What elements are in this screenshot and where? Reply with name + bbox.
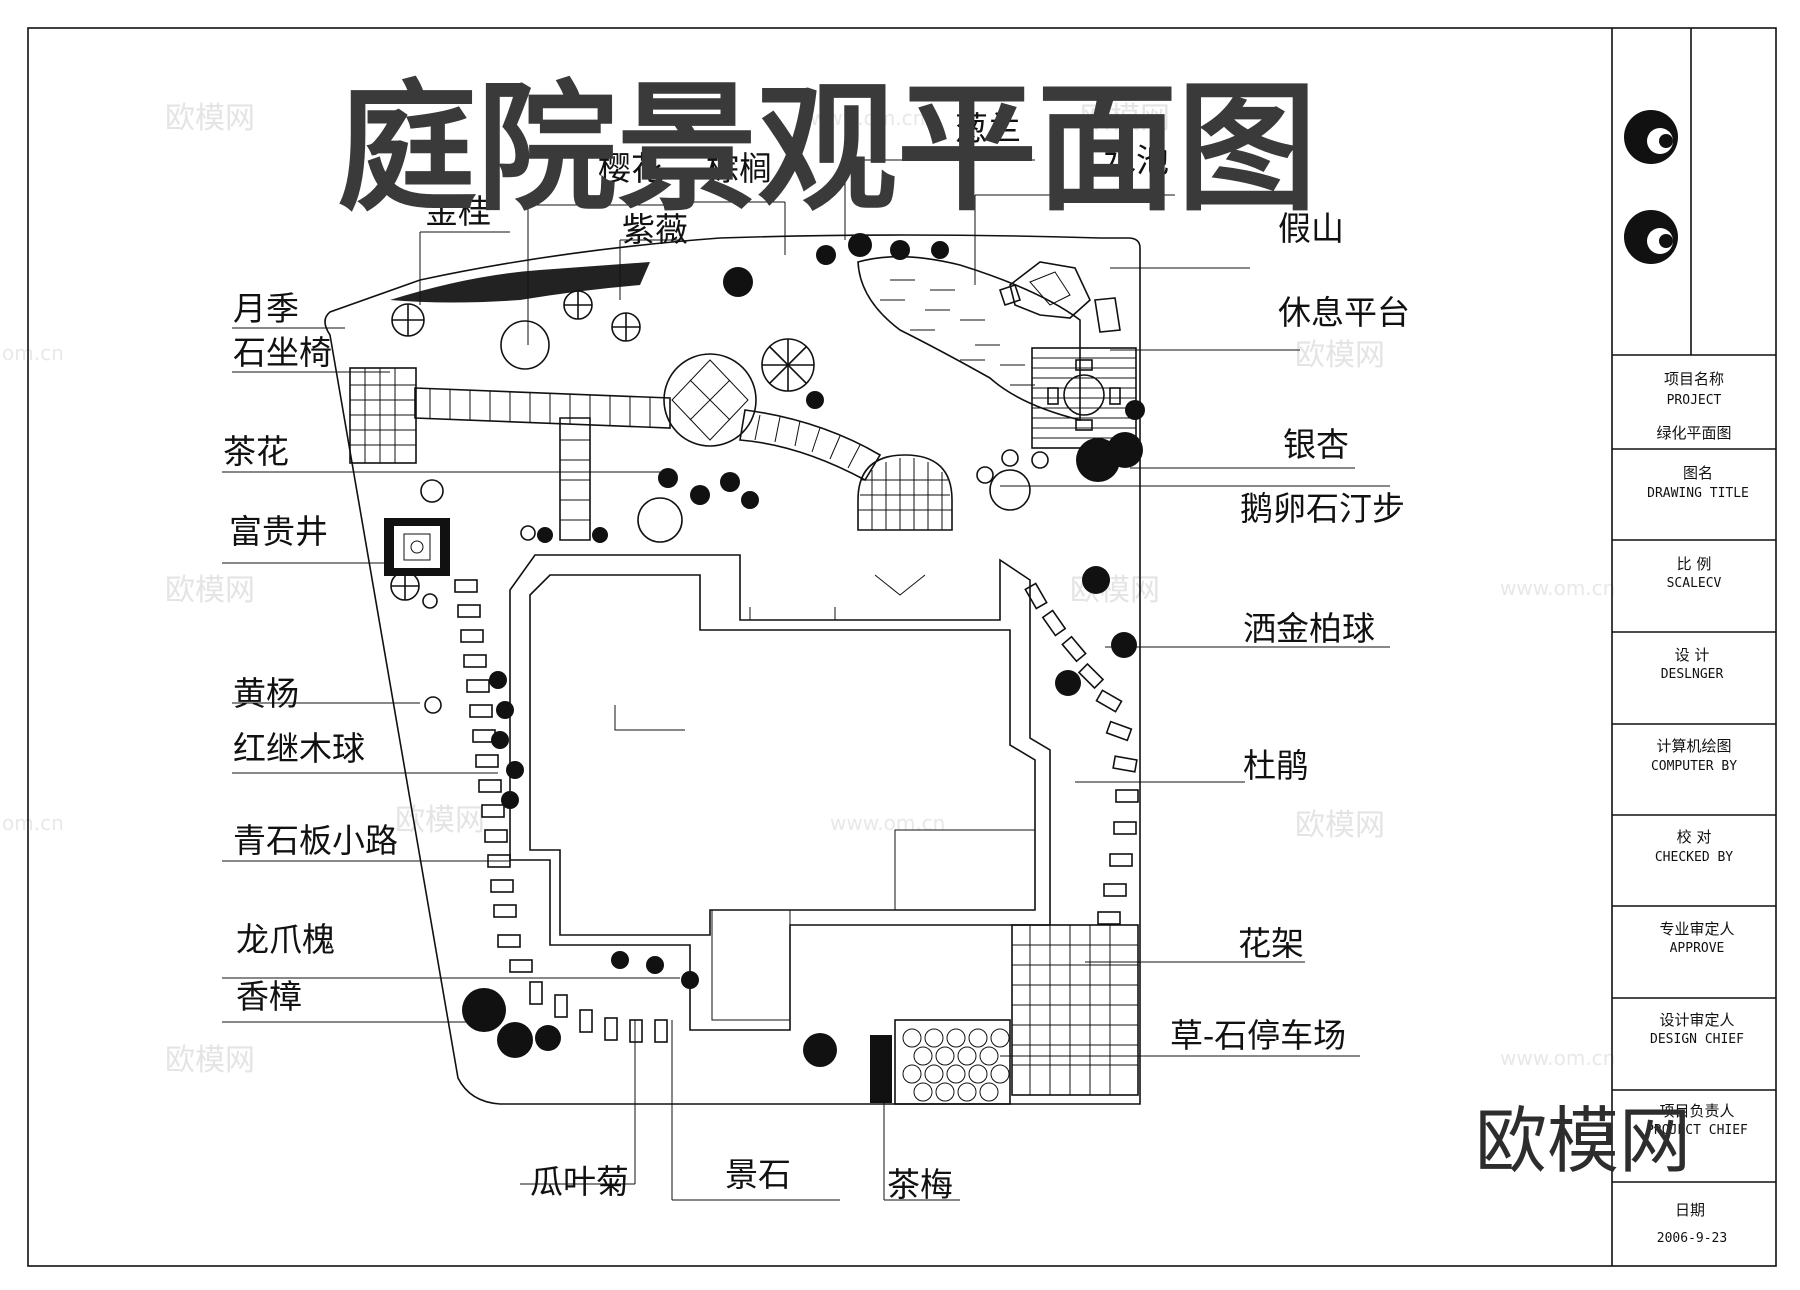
label-azalea: 杜鹃 — [1243, 746, 1309, 785]
pond-ripples — [880, 279, 1035, 386]
label-landscape-stone: 景石 — [725, 1155, 791, 1194]
watermark-site: www.om.cn — [1500, 576, 1615, 600]
stepping-stones-left — [454, 579, 668, 1043]
tb-designer-en: DESLNGER — [1661, 667, 1724, 682]
tb-checked-cn: 校 对 — [1677, 828, 1712, 846]
watermark-site-short: om.cn — [2, 811, 64, 835]
tb-project-chief-en: PROJECT CHIEF — [1646, 1123, 1748, 1138]
label-stone-bench: 石坐椅 — [233, 333, 332, 372]
tb-scale-en: SCALECV — [1667, 576, 1722, 591]
label-palm: 棕榈 — [706, 149, 772, 188]
watermark-site: www.om.cn — [830, 811, 945, 835]
hedge-strip — [390, 262, 650, 303]
watermark-brand: 欧模网 — [395, 803, 485, 838]
company-logo-icon — [1624, 110, 1678, 264]
tb-scale-cn: 比 例 — [1677, 555, 1712, 573]
label-boxwood: 黄杨 — [233, 674, 299, 713]
pergola — [1011, 924, 1139, 1096]
watermark-brand: 欧模网 — [165, 1043, 255, 1078]
drawing-border — [27, 27, 1777, 1267]
tb-project-chief-cn: 项目负责人 — [1659, 1102, 1734, 1120]
building — [509, 554, 1051, 1031]
label-pergola: 花架 — [1238, 924, 1304, 963]
label-parking: 草-石停车场 — [1170, 1016, 1346, 1055]
label-camellia: 茶花 — [223, 432, 289, 471]
watermark-brand: 欧模网 — [1080, 101, 1170, 136]
grass-stone-parking — [870, 1019, 1011, 1105]
label-cherry: 樱花 — [598, 149, 664, 188]
tb-computer-cn: 计算机绘图 — [1656, 737, 1731, 755]
plant-labels: 金桂 月季 石坐椅 茶花 富贵井 黄杨 红继木球 青石板小路 龙爪槐 香樟 樱花… — [223, 109, 1410, 1204]
tb-checked-en: CHECKED BY — [1655, 850, 1733, 865]
tb-project-cn: 项目名称 — [1664, 370, 1724, 388]
tb-drawing-title-en: DRAWING TITLE — [1647, 486, 1749, 501]
label-pond: 水池 — [1103, 141, 1169, 180]
label-wealth-well: 富贵井 — [229, 512, 328, 551]
label-bluestone-path: 青石板小路 — [233, 821, 398, 860]
label-crape-myrtle: 紫薇 — [622, 210, 688, 249]
tb-date-cn: 日期 — [1675, 1201, 1705, 1219]
label-cineraria: 瓜叶菊 — [530, 1162, 629, 1201]
watermark-site: www.om.cn — [810, 106, 925, 130]
label-zephyranthes: 葱兰 — [955, 109, 1021, 148]
label-leader-lines — [222, 159, 1390, 1201]
tb-design-chief-en: DESIGN CHIEF — [1650, 1032, 1744, 1047]
corner-brand-watermark: 欧模网 — [1475, 1099, 1691, 1183]
label-juniper-ball: 洒金柏球 — [1243, 609, 1375, 648]
tb-designer-cn: 设 计 — [1675, 646, 1710, 664]
tb-drawing-title-cn: 图名 — [1683, 464, 1713, 482]
label-rockery: 假山 — [1278, 209, 1344, 248]
watermark-brand: 欧模网 — [165, 573, 255, 608]
watermark-site: www.om.cn — [1500, 1046, 1615, 1070]
wealth-well — [384, 518, 450, 576]
tb-approve-en: APPROVE — [1670, 941, 1725, 956]
watermark-site-short: om.cn — [2, 341, 64, 365]
label-rest-platform: 休息平台 — [1278, 293, 1410, 332]
label-pebble-steps: 鹅卵石汀步 — [1240, 489, 1405, 528]
watermark-layer: 欧模网 欧模网 欧模网 欧模网 欧模网 欧模网 欧模网 欧模网 www.om.c… — [2, 101, 1615, 1078]
tb-computer-en: COMPUTER BY — [1651, 759, 1737, 774]
label-camphor: 香樟 — [236, 977, 302, 1016]
watermark-brand: 欧模网 — [1295, 338, 1385, 373]
tb-design-chief-cn: 设计审定人 — [1659, 1011, 1734, 1029]
pond — [857, 255, 1081, 422]
flagstone-path — [414, 387, 882, 541]
label-osmanthus: 金桂 — [425, 192, 491, 231]
label-ginkgo: 银杏 — [1283, 425, 1349, 464]
title-block: 项目名称 PROJECT 绿化平面图 图名 DRAWING TITLE 比 例 … — [1611, 28, 1776, 1266]
watermark-brand: 欧模网 — [165, 101, 255, 136]
stone-bench-area — [349, 367, 417, 464]
tb-project-en: PROJECT — [1667, 393, 1722, 408]
tb-approve-cn: 专业审定人 — [1659, 920, 1734, 938]
site-boundary — [324, 234, 1141, 1105]
tb-project-value: 绿化平面图 — [1656, 424, 1731, 442]
tb-date-value: 2006-9-23 — [1657, 1231, 1727, 1246]
label-rose: 月季 — [233, 289, 299, 328]
label-loropetalum: 红继木球 — [233, 729, 365, 768]
label-sasanqua: 茶梅 — [887, 1165, 953, 1204]
round-plaza — [663, 353, 953, 531]
planting-symbols — [390, 233, 1145, 1067]
site-plan: 金桂 月季 石坐椅 茶花 富贵井 黄杨 红继木球 青石板小路 龙爪槐 香樟 樱花… — [222, 109, 1410, 1204]
pebble-stepping-stones — [1024, 582, 1139, 925]
page-title: 庭院景观平面图 — [337, 68, 1317, 231]
rockery — [998, 261, 1121, 333]
label-pagoda-tree: 龙爪槐 — [236, 920, 335, 959]
watermark-brand: 欧模网 — [1295, 808, 1385, 843]
